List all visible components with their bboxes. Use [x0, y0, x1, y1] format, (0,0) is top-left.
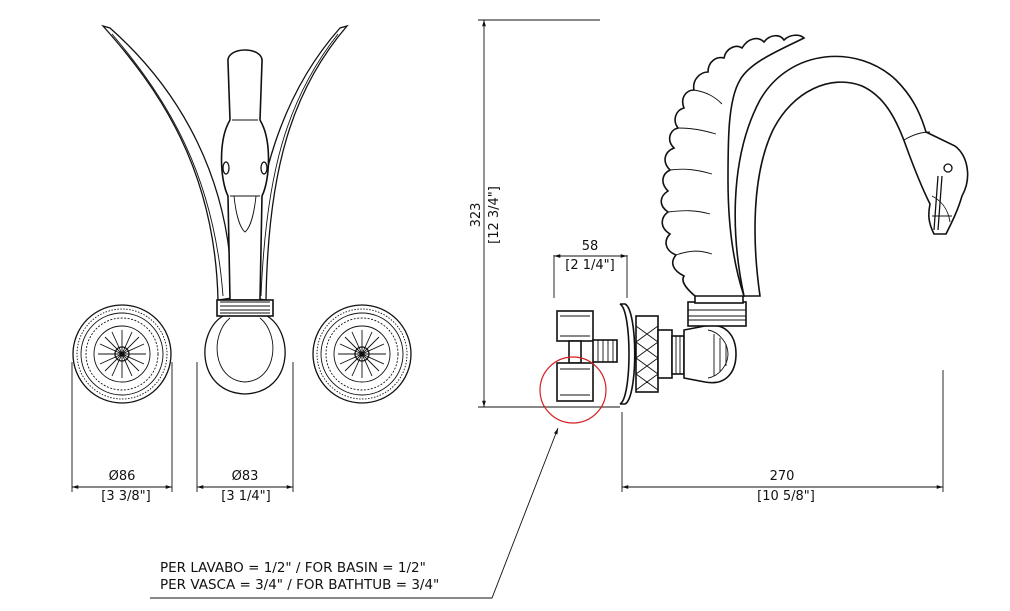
front-view: Ø86 [3 3/8"] Ø83 [3 1/4"]	[71, 24, 412, 504]
swan-eye-right	[260, 161, 268, 175]
swan-eye-side	[943, 163, 953, 173]
spout-ring	[204, 315, 286, 395]
dim-rosette-center: Ø83 [3 1/4"]	[196, 362, 294, 504]
rosette-right	[312, 304, 412, 404]
dim-valve-depth-in: [2 1/4"]	[565, 258, 614, 273]
rosette-left	[72, 304, 172, 404]
note-line-2: PER VASCA = 3/4" / FOR BATHTUB = 3/4"	[160, 577, 439, 593]
swan-wing	[660, 34, 806, 297]
handle-knob	[683, 324, 737, 384]
rough-in-valve	[556, 310, 618, 402]
inlet-highlight-circle	[539, 356, 607, 424]
dim-rosette-center-in: [3 1/4"]	[221, 489, 270, 504]
swan-eye-left	[222, 161, 230, 175]
note-line-1: PER LAVABO = 1/2" / FOR BASIN = 1/2"	[160, 560, 426, 576]
dim-height-mm: 323	[469, 203, 484, 228]
dim-rosette-left-mm: Ø86	[109, 469, 136, 484]
dim-rosette-center-mm: Ø83	[232, 469, 259, 484]
connection-note: PER LAVABO = 1/2" / FOR BASIN = 1/2" PER…	[150, 427, 559, 599]
dim-valve-depth: 58 [2 1/4"]	[553, 239, 628, 298]
dim-reach-in: [10 5/8"]	[757, 489, 815, 504]
left-wing-outline	[101, 24, 233, 301]
dim-rosette-left-in: [3 3/8"]	[101, 489, 150, 504]
side-spout-collar	[687, 294, 747, 327]
dim-reach-mm: 270	[770, 469, 795, 484]
spout-collar	[216, 299, 274, 317]
side-view: 323 [12 3/4"] 58 [2 1/4"]	[469, 19, 969, 504]
dim-height: 323 [12 3/4"]	[469, 19, 620, 408]
swan-neck-front	[220, 49, 270, 301]
dim-height-in: [12 3/4"]	[487, 186, 502, 244]
swan-neck-side	[734, 55, 969, 297]
wall-flange	[619, 303, 685, 405]
dim-valve-depth-mm: 58	[582, 239, 599, 254]
dim-reach: 270 [10 5/8"]	[621, 370, 944, 504]
dim-rosette-left: Ø86 [3 3/8"]	[71, 362, 173, 504]
